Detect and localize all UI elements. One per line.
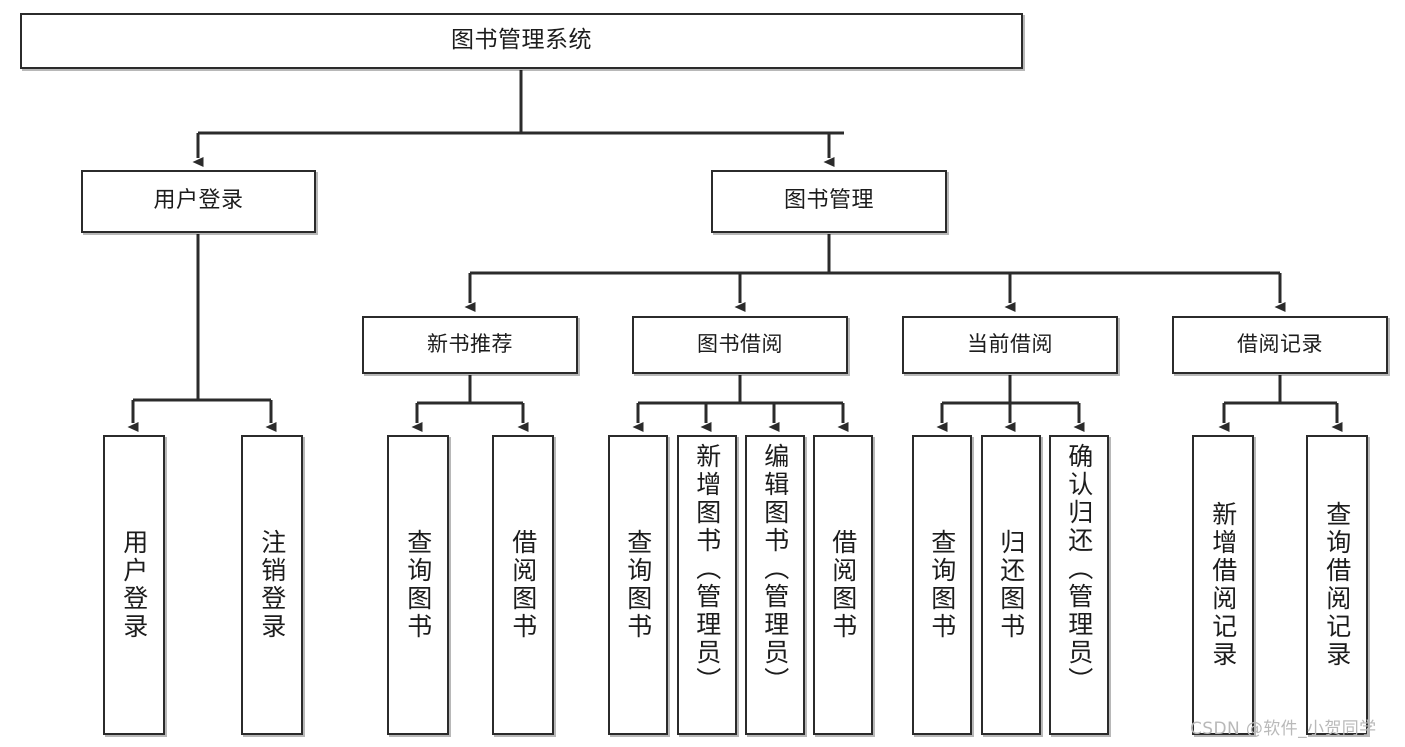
node-book-management-system[interactable]: 图书管理系统	[20, 13, 1023, 69]
node-label: 图书管理系统	[451, 27, 592, 54]
leaf-label: 查询图书	[623, 529, 653, 641]
leaf-query-book-current[interactable]: 查询图书	[912, 435, 972, 735]
leaf-label: 查询图书	[927, 529, 957, 641]
leaf-label: 借阅图书	[508, 529, 538, 641]
node-label: 借阅记录	[1237, 332, 1323, 357]
leaf-label: 新增图书（管理员）	[692, 443, 722, 695]
node-book-management[interactable]: 图书管理	[711, 170, 947, 233]
leaf-return-book[interactable]: 归还图书	[981, 435, 1041, 735]
node-current-borrow[interactable]: 当前借阅	[902, 316, 1118, 374]
node-new-book-recommend[interactable]: 新书推荐	[362, 316, 578, 374]
node-borrow-record[interactable]: 借阅记录	[1172, 316, 1388, 374]
leaf-label: 借阅图书	[828, 529, 858, 641]
leaf-label: 确认归还（管理员）	[1064, 443, 1094, 695]
leaf-user-login[interactable]: 用户登录	[103, 435, 165, 735]
leaf-query-book-recommend[interactable]: 查询图书	[387, 435, 449, 735]
node-book-borrow[interactable]: 图书借阅	[632, 316, 848, 374]
node-label: 当前借阅	[967, 332, 1053, 357]
leaf-logout[interactable]: 注销登录	[241, 435, 303, 735]
leaf-query-borrow-record[interactable]: 查询借阅记录	[1306, 435, 1368, 735]
leaf-label: 归还图书	[996, 529, 1026, 641]
node-label: 用户登录	[153, 188, 244, 214]
leaf-add-book-admin[interactable]: 新增图书（管理员）	[677, 435, 737, 735]
leaf-borrow-book[interactable]: 借阅图书	[813, 435, 873, 735]
leaf-label: 查询借阅记录	[1322, 501, 1352, 669]
leaf-borrow-book-recommend[interactable]: 借阅图书	[492, 435, 554, 735]
leaf-label: 新增借阅记录	[1208, 501, 1238, 669]
leaf-label: 编辑图书（管理员）	[760, 443, 790, 695]
node-label: 图书管理	[783, 188, 874, 214]
node-label: 图书借阅	[697, 332, 783, 357]
leaf-add-borrow-record[interactable]: 新增借阅记录	[1192, 435, 1254, 735]
csdn-watermark: CSDN @软件_小贺同学	[1190, 719, 1377, 739]
leaf-label: 查询图书	[403, 529, 433, 641]
leaf-query-book-borrow[interactable]: 查询图书	[608, 435, 668, 735]
node-label: 新书推荐	[427, 332, 513, 357]
leaf-label: 注销登录	[257, 529, 287, 641]
leaf-label: 用户登录	[119, 529, 149, 641]
leaf-edit-book-admin[interactable]: 编辑图书（管理员）	[745, 435, 805, 735]
node-user-login[interactable]: 用户登录	[81, 170, 316, 233]
leaf-confirm-return-admin[interactable]: 确认归还（管理员）	[1049, 435, 1109, 735]
